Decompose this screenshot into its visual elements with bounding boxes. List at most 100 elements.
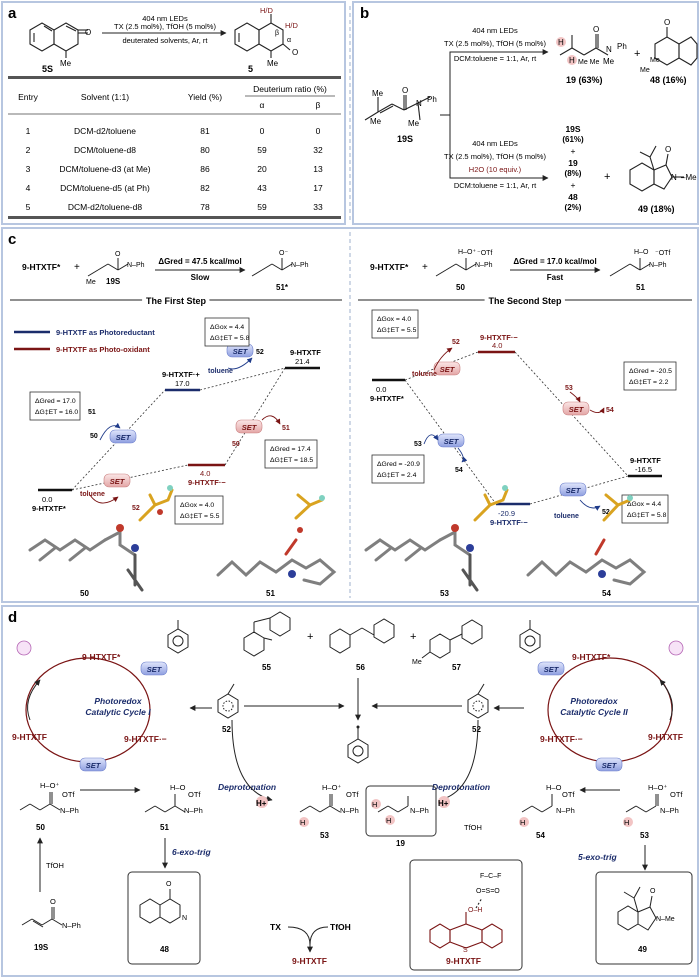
- table-cell-r1-c1: 1: [26, 126, 31, 136]
- svg-text:N–Me: N–Me: [656, 916, 675, 923]
- structure-50-render: [28, 485, 174, 592]
- right-energy-diagram: 0.0 9-HTXTF* 9-HTXTF·− 4.0 9-HTXTF -16.5…: [370, 309, 677, 527]
- svg-text:N: N: [606, 45, 612, 54]
- svg-text:N–Ph: N–Ph: [649, 262, 667, 269]
- svg-text:N–Ph: N–Ph: [475, 262, 493, 269]
- svg-text:O: O: [402, 86, 408, 95]
- product-5-hd-1: H/D: [260, 6, 274, 15]
- first-step-title: The First Step: [146, 296, 207, 306]
- panel-d-frame: [1, 605, 699, 977]
- svg-text:Ph: Ph: [617, 42, 627, 51]
- svg-text:Ph: Ph: [427, 95, 437, 104]
- right-box3-line1: ΔGred = -20.9: [377, 461, 420, 468]
- right-set-2: SET: [569, 405, 585, 414]
- svg-text:O: O: [115, 251, 121, 258]
- benzyl-radical: [347, 728, 369, 764]
- catalyst-formed: 9-HTXTF: [292, 956, 327, 966]
- cycle-i: 9-HTXTF* 9-HTXTF 9-HTXTF·− Photoredox Ca…: [12, 640, 168, 772]
- box-19: [365, 785, 437, 837]
- table-cell-r3-c3: 86: [200, 164, 210, 174]
- right-box1-line2: ΔG‡ET = 5.5: [377, 327, 417, 334]
- svg-text:⁻OTf: ⁻OTf: [655, 250, 670, 257]
- panel-a-cond-1: 404 nm LEDs: [142, 14, 188, 23]
- table-cell-r5-c5: 33: [313, 202, 323, 212]
- right-box1-line1: ΔGox = 4.0: [377, 316, 411, 323]
- right-lbl-52a: 52: [452, 339, 460, 346]
- highlight-h-19a: [556, 37, 566, 47]
- right-eq-catalyst: 9-HTXTF*: [370, 262, 409, 272]
- svg-text:H–O⁺: H–O⁺: [458, 249, 476, 256]
- bottom-list-item: 48: [568, 192, 578, 202]
- left-set-1: SET: [233, 347, 249, 356]
- panel-a-cond-2: TX (2.5 mol%), TfOH (5 mol%): [114, 22, 216, 31]
- highlight-h-19b: [567, 55, 577, 65]
- svg-text:O: O: [85, 28, 91, 37]
- left-radan-label: 9-HTXTF·−: [188, 478, 226, 487]
- left-toluene-2: toluene: [80, 491, 105, 498]
- d-set-3: SET: [544, 665, 560, 674]
- svg-text:N–Ph: N–Ph: [184, 806, 203, 815]
- right-ground-value: 0.0: [376, 385, 386, 394]
- left-eq-catalyst: 9-HTXTF*: [22, 262, 61, 272]
- cycle-ii-title-2: Catalytic Cycle II: [560, 707, 628, 717]
- svg-text:O: O: [665, 145, 671, 154]
- cycle-ii-radan: 9-HTXTF·−: [540, 734, 583, 744]
- left-box2-line2: ΔG‡ET = 16.0: [35, 409, 78, 416]
- right-lbl-54a: 54: [606, 407, 614, 414]
- label-49: 49: [638, 945, 647, 954]
- table-cell-r5-c4: 59: [257, 202, 267, 212]
- left-box3-line2: ΔG‡ET = 18.5: [270, 457, 313, 464]
- htxtf-label: 9-HTXTF: [446, 956, 481, 966]
- svg-text:N: N: [182, 915, 187, 922]
- product-5-structure: [234, 14, 291, 58]
- d-set-2: SET: [86, 761, 102, 770]
- right-radan2-value: -20.9: [498, 509, 515, 518]
- plus-b1: +: [634, 48, 640, 60]
- htxtf-structure: [429, 897, 503, 949]
- cycle-i-star: 9-HTXTF*: [82, 652, 121, 662]
- svg-text:O: O: [292, 48, 298, 57]
- right-eq-substrate: 50: [456, 283, 465, 292]
- product-19-label: 19 (63%): [566, 75, 603, 85]
- product-49-label: 49 (18%): [638, 204, 675, 214]
- left-box3-line1: ΔGred = 17.4: [270, 446, 311, 453]
- otf-51: OTf: [188, 790, 201, 799]
- substrate-19s-label: 19S: [397, 134, 413, 144]
- left-eq-energy: ΔGred = 47.5 kcal/mol: [158, 257, 241, 266]
- label-19s: 19S: [34, 943, 49, 952]
- label-52-right: 52: [472, 725, 481, 734]
- product-5-alpha: α: [287, 37, 291, 44]
- right-ground-label: 9-HTXTF*: [370, 394, 404, 403]
- substrate-5s-me: Me: [60, 59, 72, 68]
- svg-text:Me: Me: [412, 659, 422, 666]
- compound-54-structure: [521, 794, 553, 813]
- svg-text:N: N: [416, 99, 422, 108]
- table-cell-r3-c5: 13: [313, 164, 323, 174]
- tx-label: TX: [270, 922, 281, 932]
- compound-51-structure: [144, 794, 186, 813]
- svg-text:H: H: [558, 38, 564, 47]
- tfoh-center: TfOH: [330, 922, 351, 932]
- cycle-ii-title-1: Photoredox: [570, 696, 618, 706]
- compound-53-right-structure: [625, 794, 659, 813]
- structure-51-render: [216, 493, 337, 586]
- product-57-structure: [421, 619, 483, 659]
- substrate-5s-label: 5S: [42, 64, 53, 74]
- second-step-title: The Second Step: [488, 296, 562, 306]
- cycle-ii-star: 9-HTXTF*: [572, 652, 611, 662]
- svg-text:N–Ph: N–Ph: [660, 806, 679, 815]
- svg-text:H–O⁺: H–O⁺: [648, 783, 667, 792]
- table-cell-r1-c2: DCM-d2/toluene: [74, 126, 136, 136]
- table-cell-r4-c2: DCM/toluene-d5 (at Ph): [60, 183, 150, 193]
- right-lbl-52b: 52: [602, 509, 610, 516]
- right-box2-line2: ΔG‡ET = 2.2: [629, 379, 669, 386]
- bottom-list-item: (2%): [565, 203, 582, 212]
- svg-text:O: O: [166, 881, 172, 888]
- svg-text:H–O: H–O: [546, 783, 562, 792]
- table-header-yield: Yield (%): [188, 92, 222, 102]
- svg-text:N–Ph: N–Ph: [340, 806, 359, 815]
- product-5-label: 5: [248, 64, 253, 74]
- left-eq-product: 51*: [276, 283, 289, 292]
- d-set-1: SET: [147, 665, 163, 674]
- plus-d1: +: [307, 631, 313, 643]
